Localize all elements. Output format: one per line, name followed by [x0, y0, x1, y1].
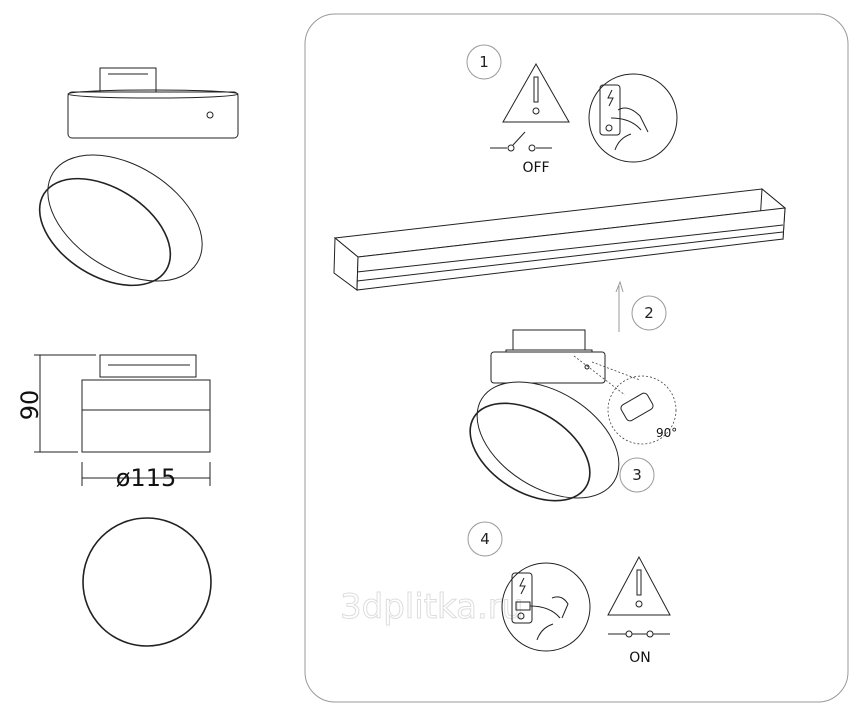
height-dimension: 90 [16, 390, 44, 421]
hand-switch-icon [588, 73, 678, 163]
warning-icon [502, 62, 570, 123]
step-3: 3 [619, 457, 655, 493]
step-4: 4 ON [467, 521, 671, 666]
rotation-label: 90° [656, 426, 677, 440]
off-label: OFF [522, 160, 549, 176]
diameter-dimension: ø115 [116, 464, 177, 492]
instructions-panel [304, 13, 849, 703]
track-rail [333, 187, 787, 291]
step-1-number: 1 [479, 53, 489, 71]
hand-switch-icon [501, 562, 591, 652]
lamp-front-view [82, 517, 212, 647]
warning-icon [607, 555, 671, 616]
step-2: 2 [615, 280, 667, 332]
step-4-number: 4 [480, 530, 490, 548]
watermark: 3dplitka.ru [340, 587, 523, 627]
step-2-number: 2 [644, 304, 654, 322]
step-3-number: 3 [632, 466, 642, 484]
switch-on-icon [608, 630, 670, 638]
switch-off-icon [490, 131, 552, 152]
lamp-mount-view: 90° [469, 329, 677, 502]
on-label: ON [629, 650, 651, 666]
step-1: 1 OFF [466, 44, 678, 176]
lamp-perspective-view [38, 67, 239, 287]
lamp-side-view: 90 ø115 [16, 354, 211, 492]
